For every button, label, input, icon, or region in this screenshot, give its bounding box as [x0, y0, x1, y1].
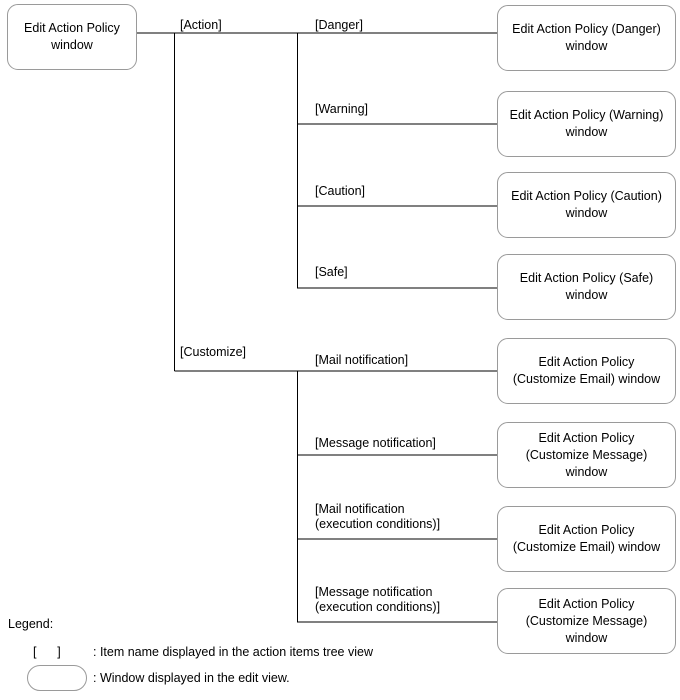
window-node-customize-message-execution-label: Edit Action Policy (Customize Message) w…: [525, 596, 648, 645]
branch-label-action[interactable]: [Action]: [180, 18, 222, 32]
window-node-warning: Edit Action Policy (Warning) window: [497, 91, 676, 157]
window-node-customize-message: Edit Action Policy (Customize Message) w…: [497, 422, 676, 488]
window-node-danger-label: Edit Action Policy (Danger) window: [512, 22, 661, 53]
window-node-customize-message-label: Edit Action Policy (Customize Message) w…: [525, 430, 648, 479]
legend-bracket-text: : Item name displayed in the action item…: [93, 645, 373, 659]
window-node-customize-email: Edit Action Policy (Customize Email) win…: [497, 338, 676, 404]
item-label-message-notification-execution-conditions[interactable]: [Message notification (execution conditi…: [315, 585, 441, 614]
item-label-caution[interactable]: [Caution]: [315, 184, 366, 198]
window-node-customize-email-execution-label: Edit Action Policy (Customize Email) win…: [512, 523, 661, 554]
window-node-warning-label: Edit Action Policy (Warning) window: [509, 108, 664, 139]
item-label-warning[interactable]: [Warning]: [315, 102, 369, 116]
window-node-safe: Edit Action Policy (Safe) window: [497, 254, 676, 320]
item-label-safe[interactable]: [Safe]: [315, 265, 348, 279]
legend-pill-text: : Window displayed in the edit view.: [93, 671, 290, 685]
branch-label-customize[interactable]: [Customize]: [180, 345, 246, 359]
window-node-safe-label: Edit Action Policy (Safe) window: [519, 271, 654, 302]
root-window-label: Edit Action Policy window: [24, 21, 120, 52]
window-node-caution: Edit Action Policy (Caution) window: [497, 172, 676, 238]
item-label-mail-notification[interactable]: [Mail notification]: [315, 353, 409, 367]
window-node-customize-message-execution: Edit Action Policy (Customize Message) w…: [497, 588, 676, 654]
window-node-customize-email-label: Edit Action Policy (Customize Email) win…: [512, 355, 661, 386]
item-label-message-notification[interactable]: [Message notification]: [315, 436, 436, 450]
window-node-danger: Edit Action Policy (Danger) window: [497, 5, 676, 71]
legend-bracket-symbol: [ ]: [33, 645, 61, 659]
item-label-mail-notification-execution-conditions[interactable]: [Mail notification (execution conditions…: [315, 502, 441, 531]
legend-title: Legend:: [8, 617, 54, 631]
window-node-customize-email-execution: Edit Action Policy (Customize Email) win…: [497, 506, 676, 572]
root-window-node: Edit Action Policy window: [7, 4, 137, 70]
item-label-danger[interactable]: [Danger]: [315, 18, 363, 32]
window-node-caution-label: Edit Action Policy (Caution) window: [511, 189, 662, 220]
legend-window-shape: [27, 665, 87, 691]
